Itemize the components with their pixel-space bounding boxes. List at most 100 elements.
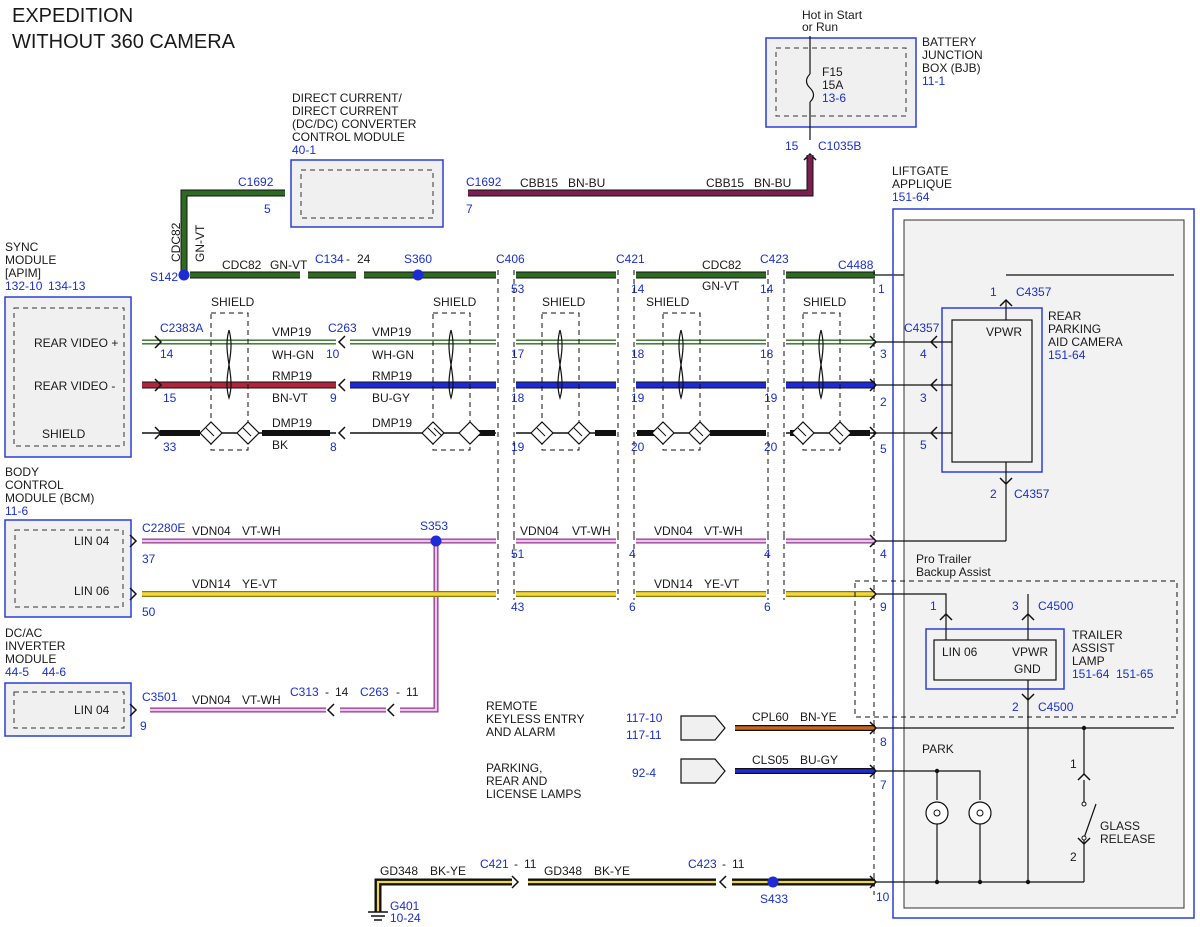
fuse-symbol (805, 73, 815, 103)
cdc82-h-color-label: GN-VT (270, 258, 308, 272)
c263-pin10: 10 (326, 347, 340, 361)
camera-inner (951, 319, 1033, 463)
conn-c263-inv: C263 (360, 685, 389, 699)
trailer-pin2: 2 (1012, 700, 1019, 714)
inverter-pin-lin04: LIN 04 (74, 703, 110, 717)
c2383a-pin33: 33 (163, 440, 177, 454)
inverter-module: DC/AC INVERTER MODULE 44-5 44-6 LIN 04 C… (4, 626, 419, 737)
gd348-wire: GD348 (380, 864, 418, 878)
glass-line1: GLASS (1100, 819, 1140, 833)
rear-parking-camera: VPWR 1 C4357 2 C4357 REAR PARKING AID CA… (876, 285, 1123, 542)
camera-in-arrows (929, 335, 938, 440)
cdc82-h-color2: GN-VT (702, 279, 740, 293)
vdn04-color-2: VT-WH (572, 524, 611, 538)
shield-label-4: SHIELD (646, 295, 690, 309)
gap-c423 (766, 336, 786, 440)
c421-pin6: 6 (629, 600, 636, 614)
camera-line3: AID CAMERA (1048, 335, 1123, 349)
cdc82-vert-color (181, 190, 285, 275)
rke-line1: REMOTE (486, 699, 537, 713)
ground-g401: G401 (390, 899, 420, 913)
shield-1 (210, 312, 249, 451)
rke-line2: KEYLESS ENTRY (486, 712, 584, 726)
trailer-pin2-arrow (1021, 693, 1035, 702)
conn-c3501: C3501 (142, 690, 178, 704)
vmp19-color-2: WH-GN (372, 348, 414, 362)
gd348-color-label: BK-YE (430, 864, 466, 878)
twist-1 (226, 329, 232, 401)
c423-pin: 14 (760, 282, 774, 296)
shield-diamonds (199, 421, 852, 445)
c421-gd-pin: 11 (524, 857, 537, 871)
sync-line1: SYNC (5, 240, 39, 254)
bjb-box (765, 37, 917, 128)
title-line1: EXPEDITION (12, 5, 133, 27)
wire-cbb15-color (468, 155, 813, 196)
camera-line1: REAR (1048, 309, 1082, 323)
c406-pin18: 18 (511, 391, 525, 405)
trailer-pin1: 1 (930, 599, 937, 613)
park-lamp-1-filament (933, 809, 941, 817)
bcm-line1: BODY (5, 465, 39, 479)
splice-s142-label: S142 (150, 270, 178, 284)
splice-s360 (412, 269, 424, 281)
wire-cdc82-vertical: CDC82 GN-VT (169, 189, 285, 275)
trailer-conn2: C4500 (1038, 700, 1074, 714)
cbb15-color2: BN-BU (754, 176, 791, 190)
rmp19-wire-2: RMP19 (372, 369, 412, 383)
shield-label-2: SHIELD (433, 295, 477, 309)
c134-dash: - (346, 252, 350, 266)
camera-pin3: 3 (920, 391, 927, 405)
c4488-pin9: 9 (880, 600, 887, 614)
dcdc-box (290, 159, 444, 228)
conn-c421-gd: C421 (480, 857, 509, 871)
shield-label-5: SHIELD (803, 295, 847, 309)
gap-lin-c423 (766, 535, 786, 601)
twist-5 (818, 329, 824, 401)
glass-line2: RELEASE (1100, 832, 1155, 846)
rmp19-wire: RMP19 (272, 369, 312, 383)
shield-5 (802, 312, 841, 451)
camera-pin4: 4 (920, 347, 927, 361)
vmp19-wire: VMP19 (272, 325, 312, 339)
c423-gd-dash: - (722, 857, 726, 871)
gd348-color-2: BK-YE (594, 864, 630, 878)
camera-vpwr: VPWR (986, 325, 1022, 339)
bcm-ref: 11-6 (5, 504, 28, 518)
bjb-connector: C1035B (818, 139, 861, 153)
sync-inner (13, 307, 125, 447)
camera-line2: PARKING (1048, 322, 1101, 336)
conn-c313: C313 (290, 685, 319, 699)
ground-ref: 10-24 (390, 911, 421, 925)
trailer-lamp-inner (933, 639, 1057, 681)
liftgate-ref: 151-64 (892, 190, 930, 204)
glass-junction (1081, 725, 1087, 731)
glass-pin2: 2 (1070, 850, 1077, 864)
camera-pin2-arrow (999, 477, 1013, 486)
diamond-4 (458, 421, 482, 445)
trailer-line2: ASSIST (1072, 641, 1115, 655)
splice-s353-label: S353 (420, 519, 448, 533)
cbb15-wire1: CBB15 (520, 176, 558, 190)
trailer-gnd: GND (1014, 662, 1041, 676)
park-lamp-2-filament (976, 809, 984, 817)
rke-ref1: 117-10 (626, 711, 663, 725)
bcm-box (4, 519, 132, 618)
cpl60-color-label: BN-YE (800, 710, 837, 724)
c421-pin18: 18 (631, 347, 645, 361)
inverter-ref2: 44-6 (42, 665, 66, 679)
c406-pin19: 19 (511, 440, 525, 454)
vmp19-wire-2: VMP19 (372, 325, 412, 339)
pro-trailer-dashed (854, 580, 1178, 718)
c134-pin: 24 (357, 252, 371, 266)
park-label: PARK (922, 742, 954, 756)
bjb-hot-line1: Hot in Start (802, 8, 863, 22)
liftgate-line2: APPLIQUE (892, 177, 952, 191)
inv-gap1 (326, 703, 340, 717)
rke-arrow (869, 721, 878, 735)
conn-c4488: C4488 (838, 258, 874, 272)
rke-line3: AND ALARM (486, 725, 555, 739)
camera-pin5: 5 (920, 438, 927, 452)
c421-pin4: 4 (629, 547, 636, 561)
